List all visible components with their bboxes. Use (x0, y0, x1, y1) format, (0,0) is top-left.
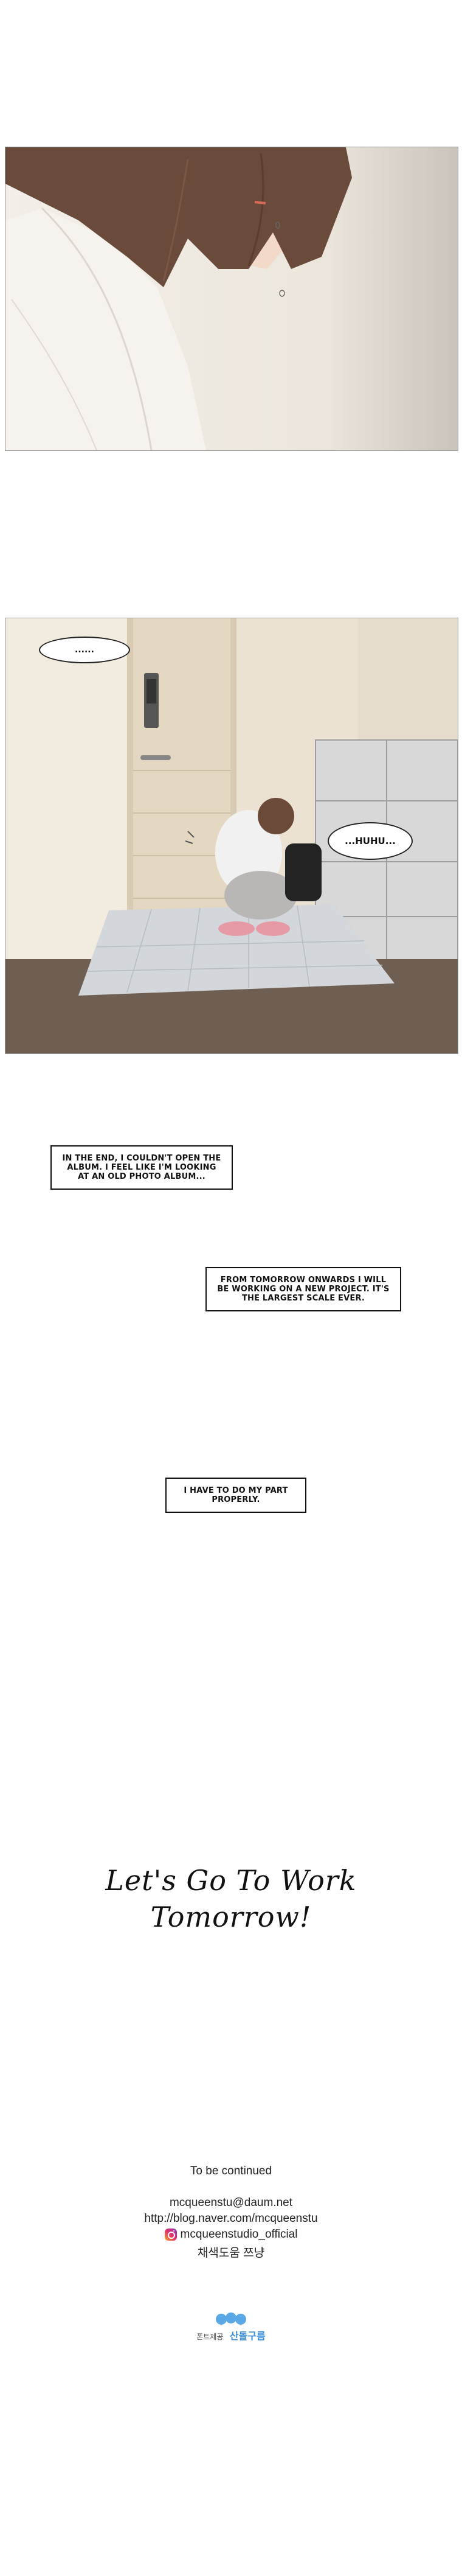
closeup-illustration (5, 147, 458, 450)
credits-block: To be continued mcqueenstu@daum.net http… (0, 2163, 462, 2261)
panel-closeup (5, 147, 458, 451)
speech-bubble-huhu: ...HUHU... (328, 822, 413, 860)
font-credit-brand: 산돌구름 (229, 2331, 266, 2342)
hallway-illustration (5, 618, 458, 1053)
series-title-line1: Let's Go To Work (105, 1864, 357, 1897)
font-credit: 폰트제공 산돌구름 (0, 2312, 462, 2342)
instagram-handle[interactable]: mcqueenstudio_official (180, 2228, 298, 2241)
series-title-line2: Tomorrow! (150, 1901, 312, 1933)
font-credit-label: 폰트제공 (196, 2333, 224, 2341)
caption-album: In the end, I couldn't open the album. I… (50, 1145, 233, 1190)
caption-new-project: From tomorrow onwards I will be working … (205, 1267, 401, 1311)
author-email[interactable]: mcqueenstu@daum.net (169, 2196, 292, 2209)
instagram-icon (164, 2229, 177, 2241)
caption-do-my-part: I have to do my part properly. (165, 1478, 306, 1513)
series-title: Let's Go To Work Tomorrow! (0, 1862, 462, 1935)
speech-bubble-ellipsis: ...... (39, 637, 130, 663)
to-be-continued-text: To be continued (190, 2165, 272, 2177)
author-blog-link[interactable]: http://blog.naver.com/mcqueenstu (144, 2212, 318, 2225)
coloring-assist-credit: 채색도움 쯔냥 (197, 2247, 265, 2260)
panel-hallway: ...... ...HUHU... (5, 618, 458, 1054)
cloud-logo-icon (215, 2312, 247, 2325)
